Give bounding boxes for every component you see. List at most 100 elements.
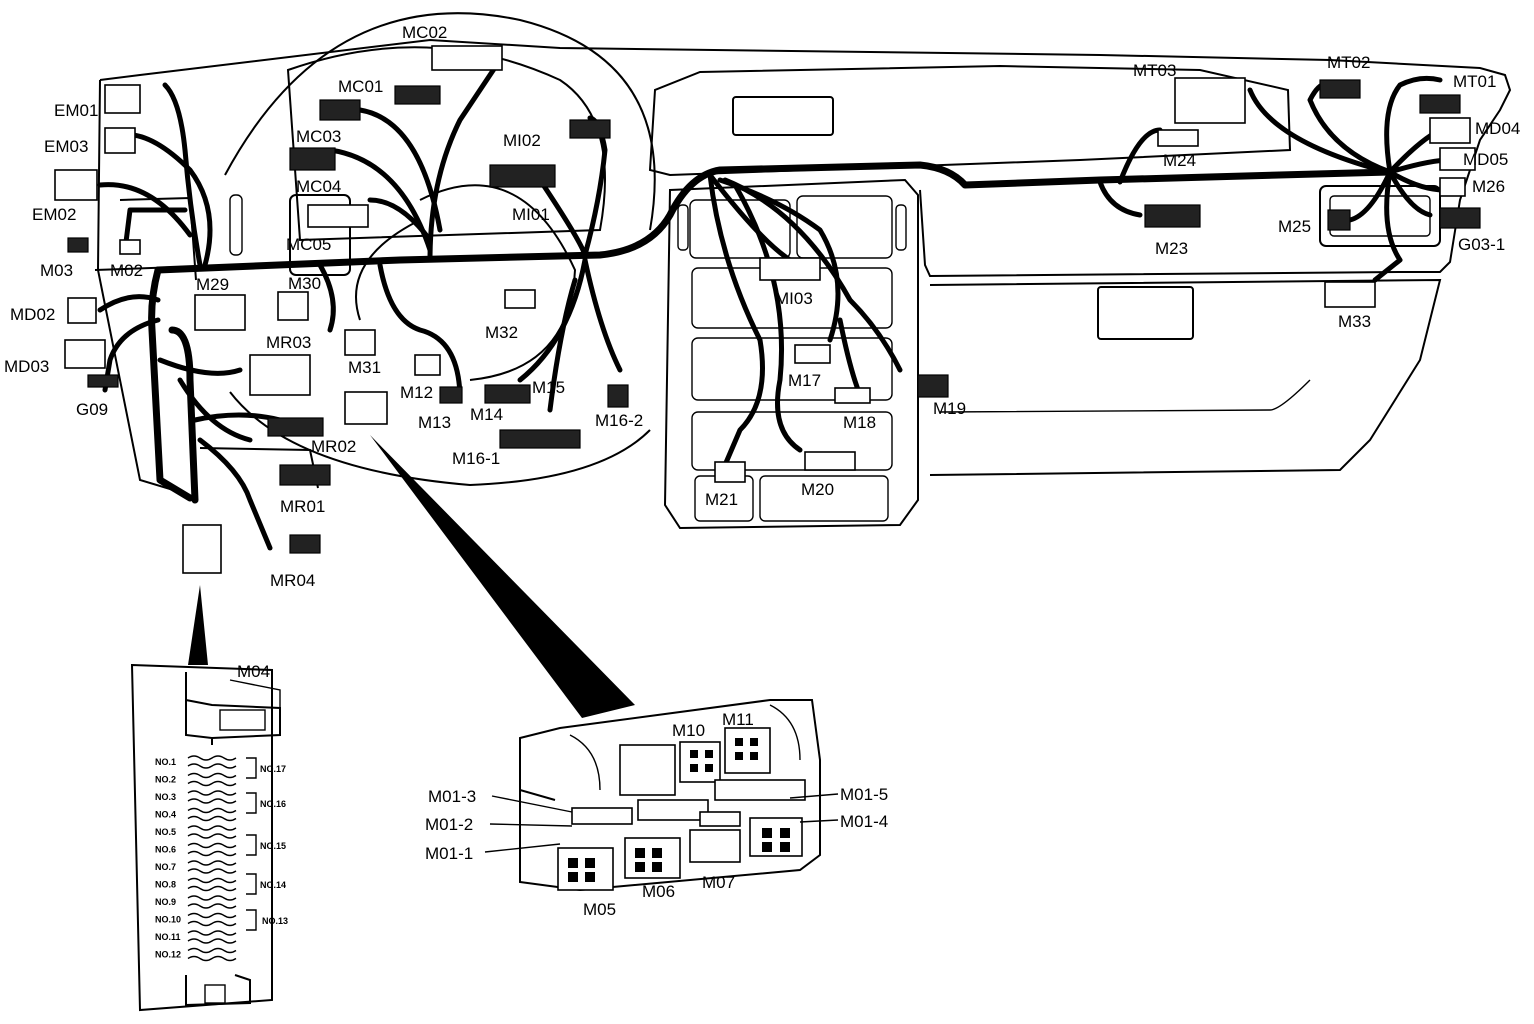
label-m20: M20: [801, 480, 834, 499]
label-m32: M32: [485, 323, 518, 342]
label-m18: M18: [843, 413, 876, 432]
label-mc01: MC01: [338, 77, 383, 96]
connector-m01-4: [749, 817, 803, 857]
label-mr03: MR03: [266, 333, 311, 352]
connector-em02: [54, 169, 98, 201]
label-mi03: MI03: [775, 289, 813, 308]
fuse-slot: [187, 842, 237, 849]
label-mr01: MR01: [280, 497, 325, 516]
fuse-label-left: NO.2: [155, 775, 176, 785]
label-m17: M17: [788, 371, 821, 390]
label-m01-4: M01-4: [840, 812, 888, 831]
connector-em03: [104, 127, 136, 154]
connector-m12: [414, 354, 441, 376]
label-m01-1: M01-1: [425, 844, 473, 863]
label-mc03: MC03: [296, 127, 341, 146]
connector-md03: [64, 339, 106, 369]
label-m25: M25: [1278, 217, 1311, 236]
label-m30: M30: [288, 274, 321, 293]
label-m11: M11: [722, 710, 754, 729]
relay-m10-socket: [619, 744, 676, 796]
label-mr02: MR02: [311, 437, 356, 456]
fuse-bracket: [246, 909, 257, 931]
label-m29: M29: [196, 275, 229, 294]
connector-g09: [87, 374, 119, 388]
fuse-slot: [187, 798, 237, 804]
fuse-slot: [187, 912, 237, 919]
fuse-slot: [187, 920, 237, 927]
label-mt03: MT03: [1133, 61, 1176, 80]
connector-mr01: [279, 464, 331, 486]
label-m03: M03: [40, 261, 73, 280]
label-mt01: MT01: [1453, 72, 1496, 91]
connector-m16-2: [607, 384, 629, 408]
fuse-slot: [187, 815, 237, 822]
connector-m05: [557, 847, 614, 891]
connector-m32: [504, 289, 536, 309]
label-m12: M12: [400, 383, 433, 402]
label-m26: M26: [1472, 177, 1505, 196]
fuse-label-left: NO.6: [155, 845, 176, 855]
fuse-slot: [187, 825, 237, 831]
connector-md05: [1439, 147, 1476, 171]
fuse-bracket: [246, 757, 257, 779]
fuse-slot: [187, 860, 237, 866]
connector-md04: [1429, 117, 1471, 144]
fuse-slot: [187, 807, 237, 814]
connector-mt01: [1419, 94, 1461, 114]
fuse-slot: [187, 850, 237, 857]
fuse-slot: [187, 955, 237, 962]
fuse-slot: [187, 938, 237, 944]
connector-m07: [689, 829, 741, 863]
fuse-slots: NO.1NO.2NO.3NO.4NO.5NO.6NO.7NO.8NO.9NO.1…: [155, 755, 288, 962]
connector-mc04: [307, 204, 369, 228]
fuse-slot: [187, 903, 237, 909]
connector-mi03: [759, 257, 821, 281]
connector-mr03: [249, 354, 311, 396]
connector-m02: [119, 239, 141, 255]
label-em03: EM03: [44, 137, 88, 156]
connector-md02: [67, 297, 97, 324]
connector-m30: [277, 291, 309, 321]
label-m06: M06: [642, 882, 675, 901]
connector-mt02: [1319, 79, 1361, 99]
callout-wedge-fuse-box: [188, 585, 208, 665]
fuse-bracket: [246, 834, 257, 856]
fuse-bracket: [246, 873, 257, 895]
fuse-label-left: NO.8: [155, 880, 176, 890]
label-mc05: MC05: [286, 235, 331, 254]
label-m23: M23: [1155, 239, 1188, 258]
label-m19: M19: [933, 399, 966, 418]
connector-mt03: [1174, 77, 1246, 124]
fuse-label-left: NO.12: [155, 950, 181, 960]
fuse-slot: [187, 895, 237, 901]
connector-fuse-box-lead: [182, 524, 222, 574]
label-m01-3: M01-3: [428, 787, 476, 806]
connector-m03: [67, 237, 89, 253]
fuse-slot: [187, 755, 237, 761]
fuse-slot: [187, 833, 237, 839]
connector-m17: [794, 344, 831, 364]
connector-mr02: [267, 417, 324, 437]
fuse-box-detail: [130, 663, 281, 1012]
fuse-slot: [187, 780, 237, 787]
label-em02: EM02: [32, 205, 76, 224]
connector-mi01: [489, 164, 556, 188]
connectors: [54, 45, 1481, 574]
label-m05: M05: [583, 900, 616, 919]
connector-m20: [804, 451, 856, 471]
connector-mi02: [569, 119, 611, 139]
label-m13: M13: [418, 413, 451, 432]
connector-m23: [1144, 204, 1201, 228]
fuse-bracket: [246, 792, 257, 814]
fuse-label-left: NO.10: [155, 915, 181, 925]
connector-m16-1: [499, 429, 581, 449]
label-m02: M02: [110, 261, 143, 280]
relay-block-detail: [484, 699, 839, 892]
label-m15: M15: [532, 378, 565, 397]
connector-m25: [1327, 209, 1351, 231]
connector-mc01: [394, 85, 441, 105]
fuse-slot: [187, 868, 237, 874]
fuse-label-right: NO.15: [260, 841, 286, 851]
fuse-slot: [187, 947, 237, 954]
